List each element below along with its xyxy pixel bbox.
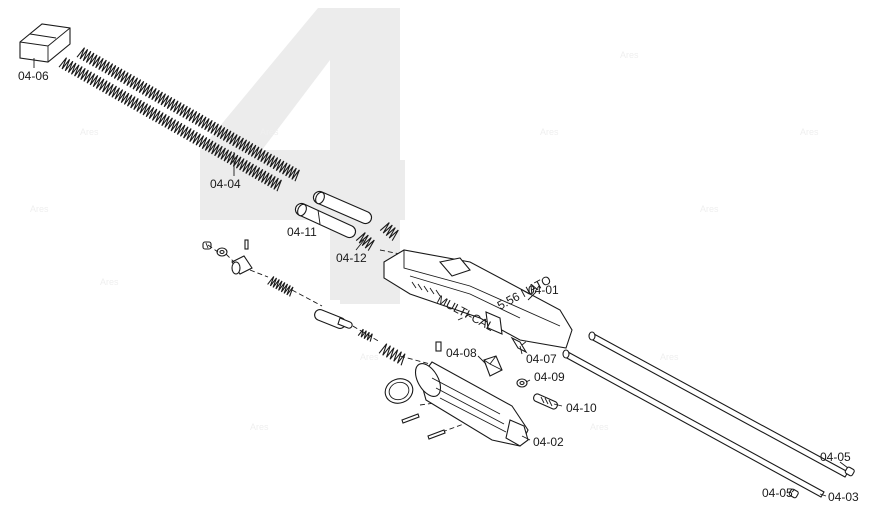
part-04-06-buffer-block: [19, 23, 71, 63]
label-04-05-top: 04-05: [820, 450, 851, 464]
label-04-11: 04-11: [287, 225, 317, 239]
spring-coil: [357, 328, 373, 342]
part-04-05-end-screws: [788, 466, 855, 499]
svg-text:Ares: Ares: [250, 422, 269, 432]
spring-coil: [379, 222, 399, 241]
label-04-06: 04-06: [18, 69, 49, 83]
part-04-09-washer: [516, 378, 528, 388]
watermark-logo: [200, 8, 405, 304]
watermark-brand-marks: Ares Ares Ares Ares Ares Ares Ares Ares …: [30, 50, 819, 432]
label-04-04: 04-04: [210, 177, 241, 191]
label-04-05-bottom: 04-05: [762, 486, 793, 500]
label-04-01: 04-01: [528, 283, 559, 297]
svg-text:Ares: Ares: [700, 204, 719, 214]
spring-coil: [76, 47, 300, 182]
spring-coil: [58, 57, 282, 192]
svg-text:Ares: Ares: [620, 50, 639, 60]
svg-text:Ares: Ares: [540, 127, 559, 137]
spring-coil: [267, 276, 294, 297]
part-small-screw: [202, 241, 212, 250]
svg-text:Ares: Ares: [660, 352, 679, 362]
svg-text:Ares: Ares: [80, 127, 99, 137]
label-04-09: 04-09: [534, 370, 565, 384]
part-small-pin: [244, 239, 249, 250]
part-labels: 04-06 04-04 04-11 04-12 04-01 04-07 04-0…: [18, 69, 859, 504]
svg-text:Ares: Ares: [800, 127, 819, 137]
part-04-02-bolt-body: [414, 341, 529, 447]
part-04-11-guide-tubes: [294, 190, 373, 239]
spring-coil: [378, 343, 406, 366]
part-o-ring: [384, 378, 414, 404]
spring-coil: [355, 232, 375, 251]
svg-text:Ares: Ares: [260, 127, 279, 137]
part-04-07-screw: [510, 336, 528, 354]
part-04-12-small-springs: [355, 222, 399, 251]
part-04-08-cam-pin: [483, 355, 503, 377]
label-04-02: 04-02: [533, 435, 564, 449]
label-04-03: 04-03: [828, 490, 859, 504]
svg-text:Ares: Ares: [30, 204, 49, 214]
leader-lines: [33, 58, 849, 497]
part-dowel-pins: [401, 413, 446, 440]
label-04-12: 04-12: [336, 251, 367, 265]
carrier-vent-slots: [411, 281, 441, 297]
part-04-04-recoil-springs: [58, 47, 300, 192]
label-04-10: 04-10: [566, 401, 597, 415]
part-nozzle-springs: [357, 328, 406, 366]
part-piston-cylinder: [314, 309, 353, 329]
part-04-10-set-screw: [533, 393, 558, 410]
label-04-07: 04-07: [526, 352, 557, 366]
svg-text:Ares: Ares: [360, 352, 379, 362]
part-04-03-guide-rods: [562, 331, 849, 498]
part-firing-spring: [267, 276, 294, 297]
label-04-08: 04-08: [446, 346, 477, 360]
part-adjuster-cap: [231, 255, 253, 275]
part-small-washer: [216, 247, 228, 257]
part-04-01-bolt-carrier: 5.56 NATO MULTI-CAL: [383, 249, 573, 349]
svg-text:Ares: Ares: [590, 422, 609, 432]
svg-text:Ares: Ares: [100, 277, 119, 287]
